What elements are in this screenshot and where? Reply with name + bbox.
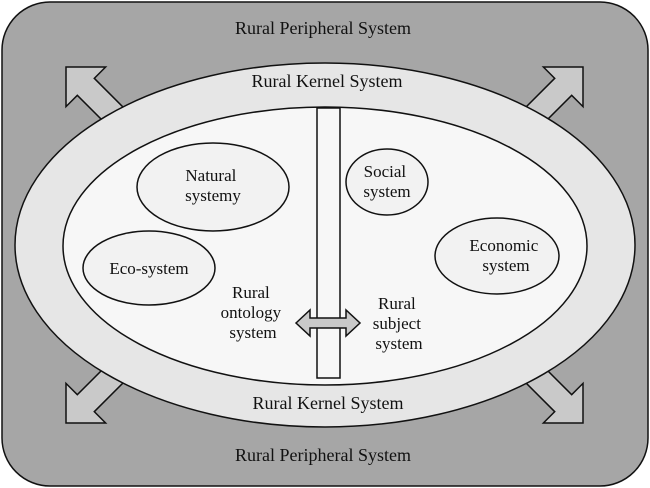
subject-system-label: Rural subject system <box>373 294 425 353</box>
kernel-label-top: Rural Kernel System <box>252 71 403 91</box>
eco-system-ellipse <box>82 230 216 306</box>
eco-system-label: Eco-system <box>109 259 188 278</box>
double-headed-arrow-icon <box>294 308 362 338</box>
social-system-label: Social system <box>363 162 410 201</box>
natural-system-label: Natural systemy <box>185 166 241 205</box>
kernel-label-bottom: Rural Kernel System <box>253 393 404 413</box>
ontology-system-label: Rural ontology system <box>221 283 286 342</box>
peripheral-label-top: Rural Peripheral System <box>235 18 411 38</box>
natural-system-ellipse <box>136 142 290 232</box>
social-system-ellipse <box>345 148 429 216</box>
central-divider-bar <box>316 107 341 379</box>
economic-system-ellipse <box>434 217 560 295</box>
economic-system-label: Economic system <box>469 236 542 275</box>
peripheral-label-bottom: Rural Peripheral System <box>235 445 411 465</box>
